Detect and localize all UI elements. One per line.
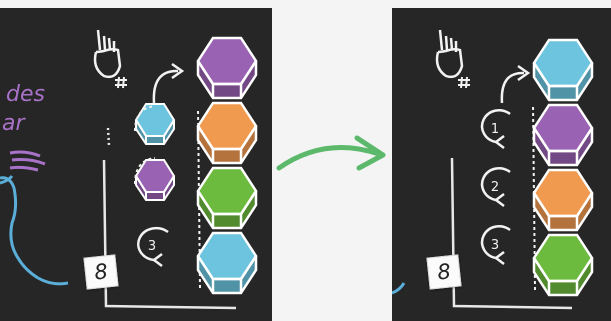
hash-icon-right (458, 77, 470, 88)
curved-arrow-icon (154, 64, 182, 103)
left-chalkboard: 3 des ar 8 (0, 8, 272, 321)
stack-piece-blue-right (534, 40, 592, 100)
stack-piece-green-right (534, 235, 592, 295)
hand-pointing-up-icon (95, 30, 120, 77)
chalk-text-ar: ar (2, 111, 25, 136)
loop-counter-label: 3 (148, 239, 156, 254)
transition-arrow-icon (275, 132, 395, 192)
stack-piece-orange (198, 103, 256, 163)
right-board-drawing: 1 2 3 (392, 8, 611, 321)
chalk-text-des: des (6, 82, 45, 107)
loop-label-3: 3 (491, 238, 499, 253)
loop-label-1: 1 (491, 122, 499, 137)
right-chalkboard: 1 2 3 8 (392, 8, 611, 321)
number-card-right: 8 (426, 254, 461, 289)
stack-piece-purple-right (534, 105, 592, 165)
loop-label-2: 2 (491, 180, 499, 195)
hash-icon (115, 77, 127, 88)
stack-piece-purple (198, 38, 256, 98)
curved-arrow-icon-right (502, 66, 528, 103)
stack-piece-green (198, 168, 256, 228)
stack-piece-orange-right (534, 170, 592, 230)
incoming-piece-purple (136, 160, 174, 200)
number-card: 8 (83, 254, 118, 289)
chalk-scribble-blue (392, 283, 404, 293)
incoming-piece-blue (136, 104, 174, 144)
stack-piece-blue (198, 233, 256, 293)
chalk-scribbles (0, 152, 68, 284)
left-board-drawing: 3 (0, 8, 272, 321)
hand-pointing-up-icon-right (437, 30, 462, 77)
